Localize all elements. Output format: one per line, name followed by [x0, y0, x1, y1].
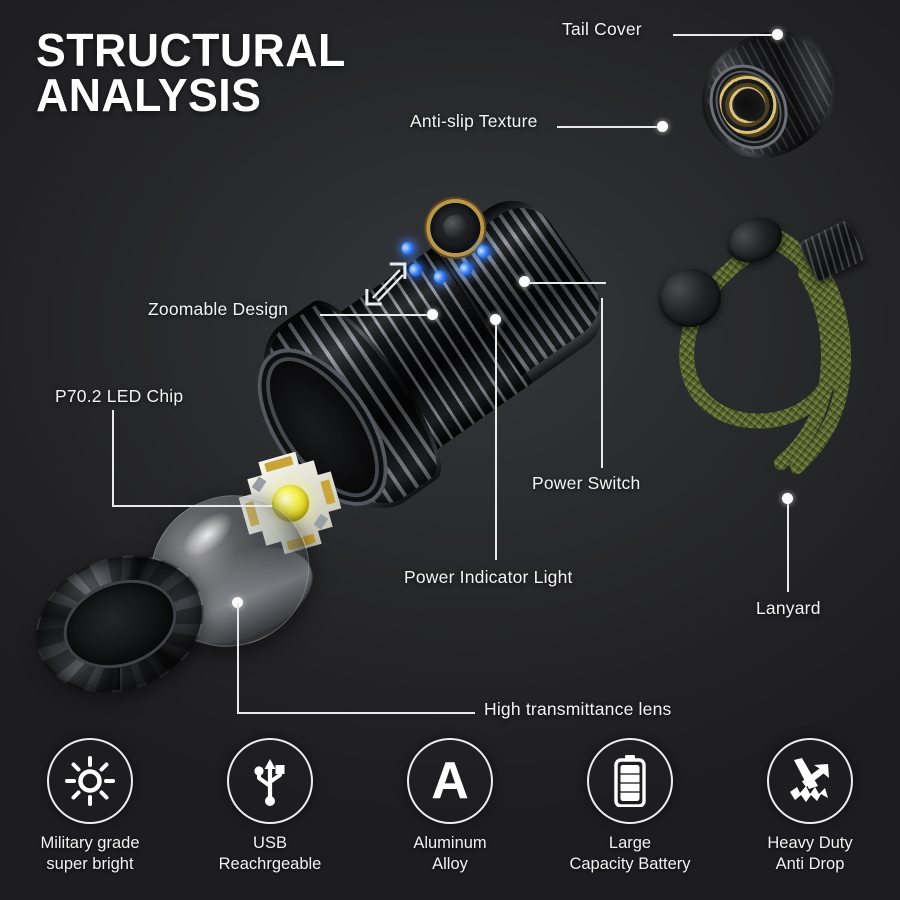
leader-line-p70-horizontal [112, 505, 272, 507]
leader-dot-high-transmittance-lens [232, 597, 243, 608]
impact-drop-icon [790, 758, 829, 802]
feature-strip: Military grade super bright USB Reachrge… [0, 732, 900, 900]
callout-label-power-indicator-light: Power Indicator Light [404, 567, 573, 587]
leader-line-lens-vertical [237, 603, 239, 713]
feature-caption: Aluminum Alloy [413, 834, 487, 874]
feature-caption: Heavy Duty Anti Drop [767, 834, 853, 874]
letter-a-icon: A [431, 752, 469, 810]
leader-dot-lanyard [782, 493, 793, 504]
feature-item-military-grade[interactable]: Military grade super bright [2, 738, 178, 875]
feature-icon-circle [227, 738, 313, 824]
flashlight-body-part [180, 128, 663, 592]
leader-line-power-indicator-light [495, 325, 497, 560]
feature-item-large-capacity-battery[interactable]: Large Capacity Battery [542, 738, 718, 875]
leader-dot-tail-cover [772, 29, 783, 40]
sun-brightness-icon [65, 756, 115, 806]
callout-label-anti-slip-texture: Anti-slip Texture [410, 111, 538, 131]
feature-icon-circle [587, 738, 673, 824]
feature-caption: Military grade super bright [40, 834, 140, 874]
feature-item-aluminum-alloy[interactable]: A Aluminum Alloy [362, 738, 538, 875]
leader-line-p70-vertical [112, 410, 114, 506]
usb-icon [254, 759, 285, 806]
callout-label-lanyard: Lanyard [756, 598, 821, 618]
leader-line-anti-slip-texture [557, 126, 662, 128]
lanyard-part [653, 209, 890, 485]
leader-line-tail-cover [673, 34, 777, 36]
callout-label-zoomable-design: Zoomable Design [148, 299, 289, 319]
leader-line-lens-horizontal [237, 712, 475, 714]
power-switch-button[interactable] [430, 203, 481, 254]
feature-caption: Large Capacity Battery [569, 834, 691, 874]
indicator-led-1 [398, 239, 417, 258]
tail-cover-part [679, 6, 861, 182]
leader-line-lanyard [787, 500, 789, 592]
callout-label-power-switch: Power Switch [532, 473, 641, 493]
zoom-engraving-icon [365, 262, 407, 306]
leader-dot-power-switch [519, 276, 530, 287]
leader-dot-zoomable-design [427, 309, 438, 320]
feature-caption: USB Reachrgeable [218, 834, 322, 874]
leader-line-zoomable-design [320, 314, 432, 316]
feature-icon-circle [767, 738, 853, 824]
feature-icon-circle: A [407, 738, 493, 824]
leader-line-power-switch [601, 298, 603, 468]
leader-dot-anti-slip-texture [657, 121, 668, 132]
feature-item-usb-rechargeable[interactable]: USB Reachrgeable [182, 738, 358, 875]
leader-dot-power-indicator-light [490, 314, 501, 325]
page-title: STRUCTURAL ANALYSIS [36, 24, 346, 121]
callout-label-p70-led-chip: P70.2 LED Chip [55, 386, 184, 406]
feature-item-heavy-duty-anti-drop[interactable]: Heavy Duty Anti Drop [722, 738, 898, 875]
leader-line-power-switch-h [528, 282, 606, 284]
callout-label-tail-cover: Tail Cover [562, 19, 642, 39]
battery-icon [614, 755, 646, 807]
callout-label-high-transmittance-lens: High transmittance lens [484, 699, 672, 719]
feature-icon-circle [47, 738, 133, 824]
